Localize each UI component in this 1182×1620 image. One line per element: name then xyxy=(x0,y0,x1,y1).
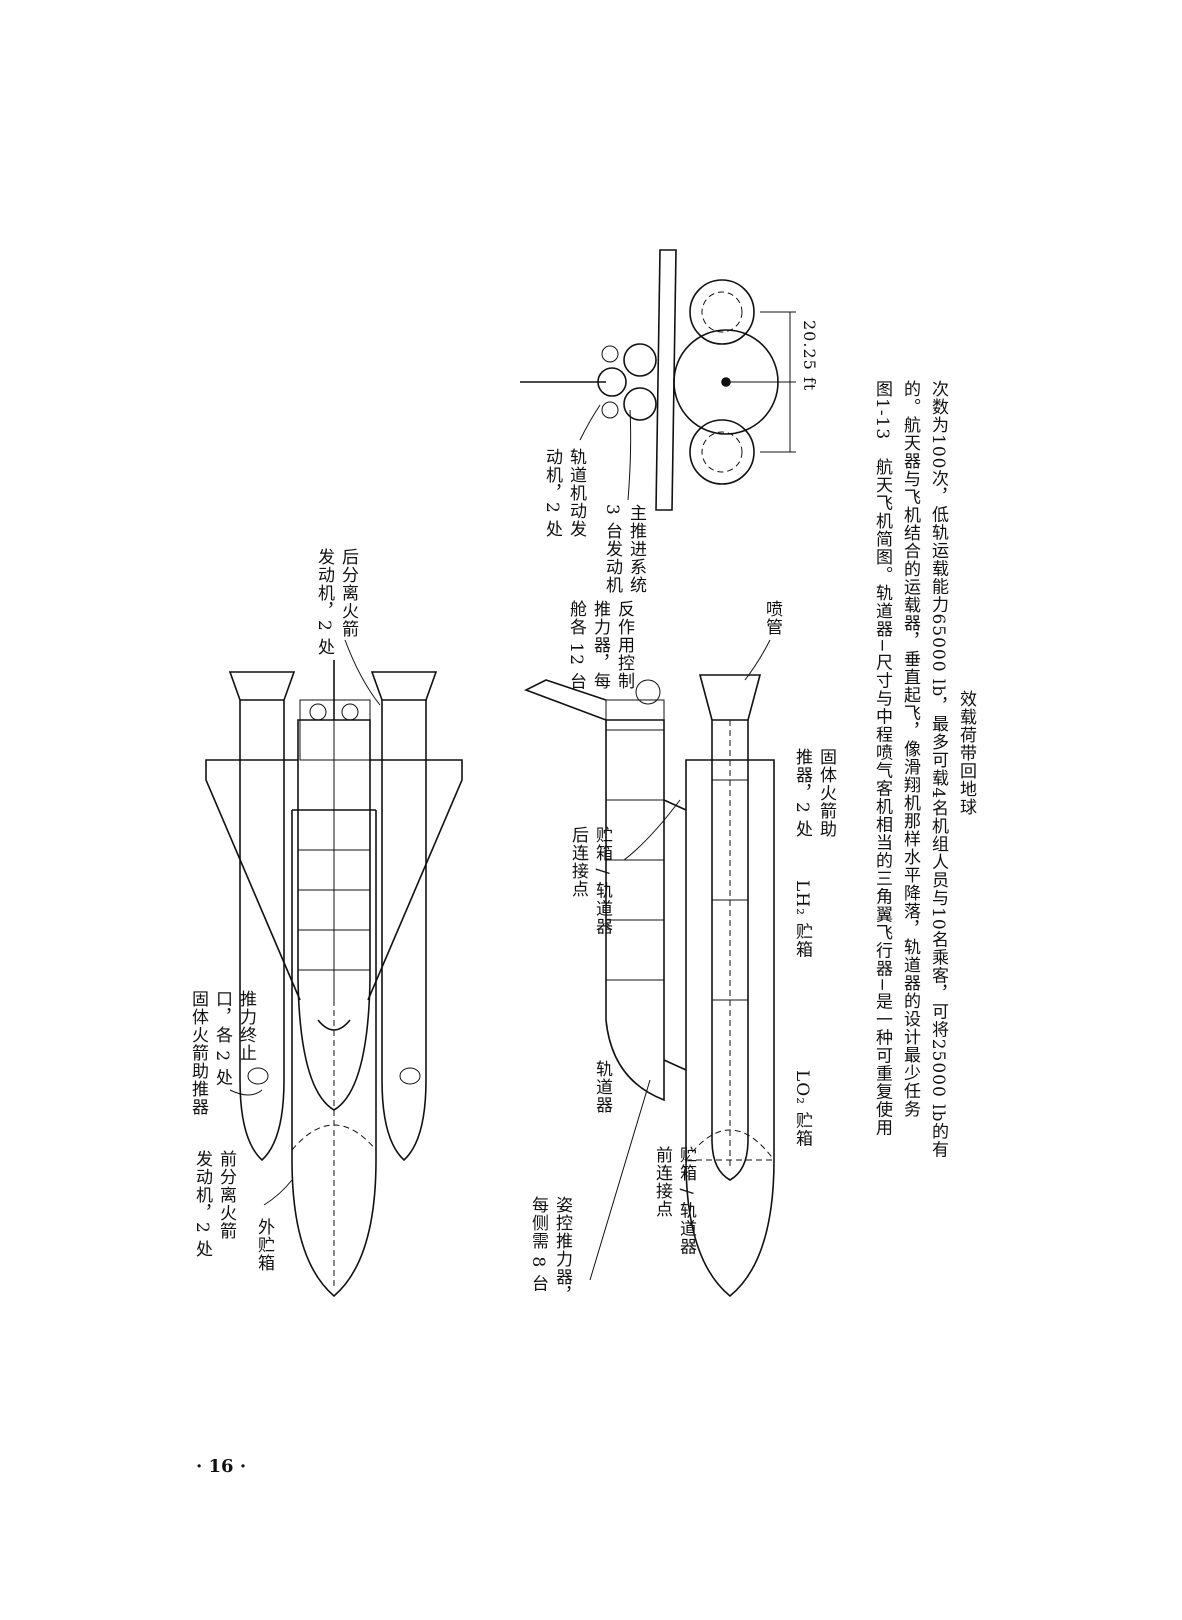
rear-separation-motor-label: 后分离火箭 发动机，2 处 xyxy=(314,548,358,657)
caption-line-3: 次数为100次，低轨运载能力65000 lb，最多可载4名机组人员与10名乘客，… xyxy=(928,380,948,1159)
front-separation-motor-label: 前分离火箭 发动机，2 处 xyxy=(192,1150,236,1259)
caption-line-2: 的。航天器与飞机结合的运载器，垂直起飞，像滑翔机那样水平降落，轨道器的设计最少任… xyxy=(900,380,920,1118)
main-engines-label: 主推进系统 3 台发动机 xyxy=(602,504,646,595)
external-tank-label: 外贮箱 xyxy=(254,1218,274,1272)
attitude-thrusters-label: 姿控推力器， 每侧需 8 台 xyxy=(528,1196,572,1304)
rear-view-drawing xyxy=(520,249,796,511)
nozzle-label: 喷管 xyxy=(762,600,782,636)
dimension-label: 20.25 ft xyxy=(800,320,819,392)
lo2-tank-label: LO₂ 贮箱 xyxy=(792,1070,812,1148)
caption-line-1: 图1-13 航天飞机简图。轨道器−尺寸与中程喷气客机相当的三角翼飞行器−是一种可… xyxy=(872,380,892,1137)
rcs-thrusters-label: 反作用控制 推力器，每 舱各 12 台 xyxy=(566,600,634,691)
tank-orbiter-front-attach-label: 贮箱 / 轨道器 前连接点 xyxy=(652,1146,696,1256)
side-view-drawing xyxy=(524,639,775,1298)
lh2-tank-label: LH₂ 贮箱 xyxy=(792,880,812,959)
tank-orbiter-rear-attach-label: 贮箱 / 轨道器 后连接点 xyxy=(568,826,612,936)
page-number: · 16 · xyxy=(196,1456,247,1477)
thrust-termination-label: 推力终止 口，各 2 处 固体火箭助推器 xyxy=(188,990,256,1116)
oms-engine-label: 轨道机动发 动机，2 处 xyxy=(542,448,586,539)
orbiter-label: 轨道器 xyxy=(592,1060,612,1114)
caption-line-4: 效载荷带回地球 xyxy=(956,690,976,816)
srb-label: 固体火箭助 推器，2 处 xyxy=(792,748,836,839)
top-view-drawing xyxy=(205,639,463,1298)
